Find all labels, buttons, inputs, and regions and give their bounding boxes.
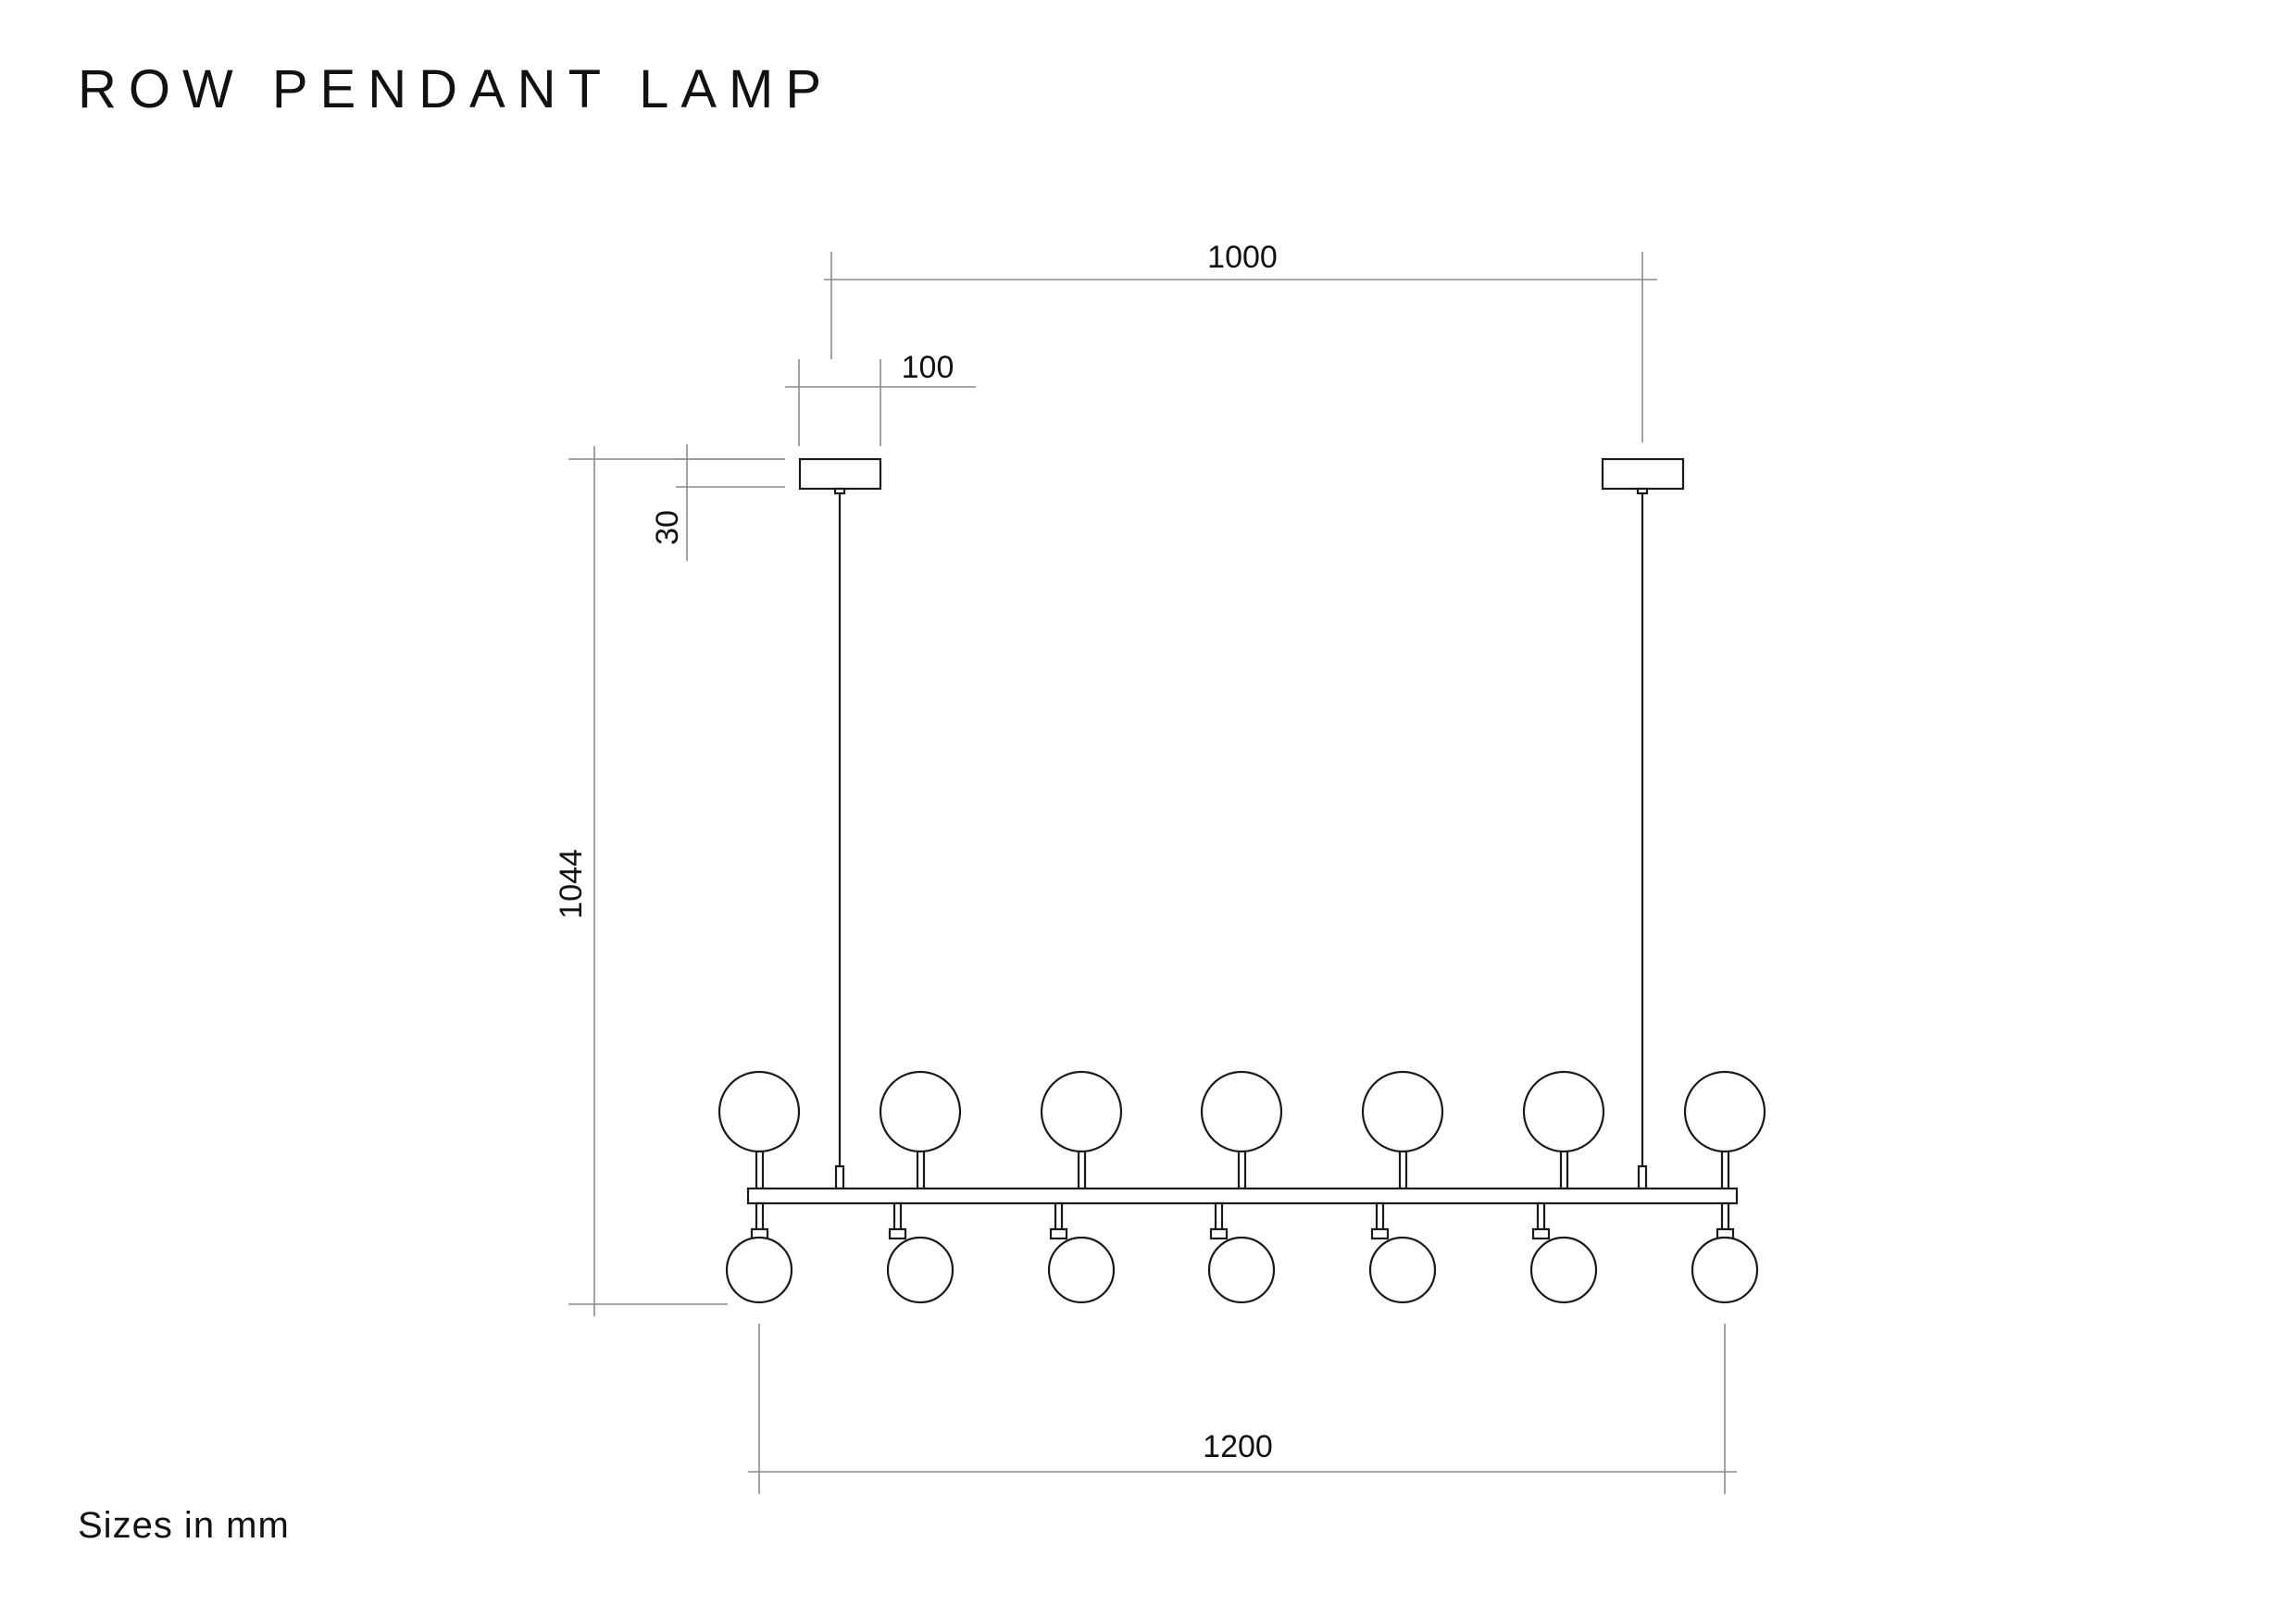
globe-up [1522,1070,1605,1153]
canopy-right [1601,457,1685,491]
dimension-label-canopy-spacing: 1000 [1207,240,1278,275]
canopy-right-grip [1636,487,1649,495]
cable-sleeve-right [1637,1164,1648,1190]
dimension-total-width: 1200 [748,1324,1737,1494]
globe-down [1691,1236,1759,1304]
canopy-left [798,457,882,491]
canopy-left-grip [833,487,846,495]
globe-up [1040,1070,1123,1153]
dimension-label-total-height: 1044 [554,849,589,919]
dimension-label-total-width: 1200 [1203,1429,1273,1464]
lamp-bar [746,1187,1739,1205]
units-note: Sizes in mm [78,1505,290,1546]
cable-sleeve-left [834,1164,845,1190]
globe-up [718,1070,801,1153]
dimension-total-height: 1044 [554,446,785,1316]
globe-up [1200,1070,1283,1153]
dimension-canopy-height: 30 [650,444,785,561]
globe-down [1207,1236,1276,1304]
lower-stems [750,1201,1735,1240]
dimension-label-canopy-width: 100 [902,350,955,385]
globe-down [725,1236,793,1304]
upper-globes [718,1070,1766,1153]
upper-stems [755,1146,1730,1190]
dimension-canopy-width: 100 [785,350,976,446]
page-title: ROW PENDANT LAMP [78,59,834,119]
globe-up [879,1070,962,1153]
globe-up [1361,1070,1444,1153]
globe-down [886,1236,955,1304]
globe-down [1047,1236,1116,1304]
lower-globes [725,1236,1759,1304]
dimension-label-canopy-height: 30 [650,510,685,545]
globe-down [1368,1236,1437,1304]
globe-up [1683,1070,1766,1153]
dimension-canopy-spacing: 1000 [824,240,1657,442]
globe-down [1529,1236,1598,1304]
